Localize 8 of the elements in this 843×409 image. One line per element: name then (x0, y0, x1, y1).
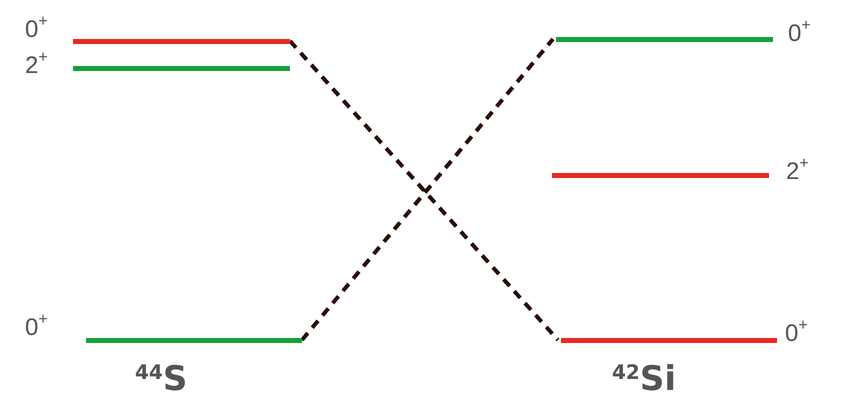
nucleus-label: $^{42}$Si (612, 362, 676, 396)
level-label: 0$^{+}$ (25, 316, 48, 340)
level-label: 0$^{+}$ (788, 22, 811, 46)
nucleus-label: $^{44}$S (135, 362, 188, 396)
level-label: 0$^{+}$ (785, 322, 808, 346)
level-label: 2$^{+}$ (25, 54, 48, 78)
level-label: 0$^{+}$ (25, 18, 48, 42)
level-label: 2$^{+}$ (786, 160, 809, 184)
